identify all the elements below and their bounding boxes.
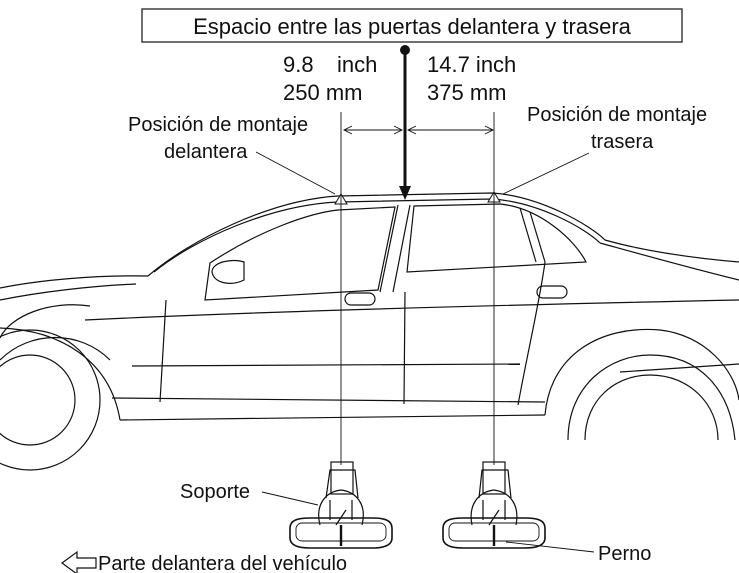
rear-mount-line2: trasera [591, 131, 654, 153]
front-inch-value: 9.8 [283, 52, 314, 77]
guide-lines [340, 112, 495, 465]
bolt-label: Perno [598, 543, 651, 565]
support-leader [261, 491, 319, 506]
rear-mount-line1: Posición de montaje [527, 104, 707, 126]
rear-mm-text: 375 mm [427, 80, 506, 105]
front-mount-label: Posición de montaje delantera [128, 114, 336, 195]
rear-support [442, 461, 546, 549]
front-support [289, 461, 393, 549]
rear-dimension: 14.7 inch 375 mm [427, 52, 516, 105]
dimension-arrows [342, 125, 495, 135]
rear-mount-label: Posición de montaje trasera [502, 104, 707, 195]
car-body [0, 192, 739, 471]
center-pointer [399, 45, 411, 200]
front-inch-unit: inch [337, 52, 377, 77]
title-text: Espacio entre las puertas delantera y tr… [193, 14, 632, 39]
rear-inch-text: 14.7 inch [427, 52, 516, 77]
title-box: Espacio entre las puertas delantera y tr… [141, 8, 683, 43]
vehicle-front-indicator: Parte delantera del vehículo [60, 550, 347, 573]
front-dimension: 9.8 inch 250 mm [283, 52, 377, 105]
left-arrow-outline-icon [60, 550, 97, 573]
front-mount-line2: delantera [164, 141, 248, 163]
bolt-leader [505, 541, 595, 553]
support-label: Soporte [180, 481, 250, 503]
front-mm-text: 250 mm [283, 80, 362, 105]
vehicle-front-label: Parte delantera del vehículo [98, 553, 347, 573]
front-mount-line1: Posición de montaje [128, 114, 308, 136]
